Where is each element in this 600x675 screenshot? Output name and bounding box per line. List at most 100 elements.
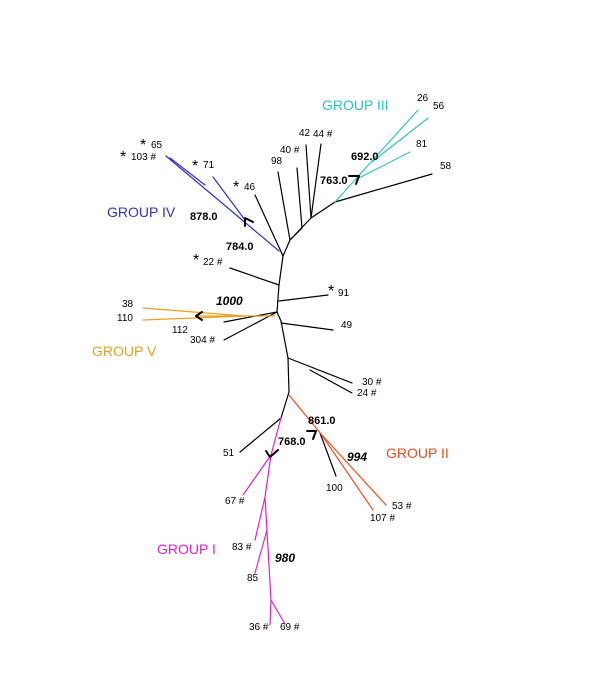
leaf-label-44: 44 # (313, 129, 333, 140)
asterisk-103: * (120, 149, 126, 166)
branch-leaf-38 (142, 307, 245, 317)
branch-mid-upper (276, 311, 282, 322)
bootstrap-1000: 1000 (216, 294, 243, 308)
branch-lower-to-group-i (280, 391, 290, 419)
leaf-label-30: 30 # (362, 377, 382, 388)
branch-leaf-22 (229, 267, 280, 286)
branch-group-ii-stem (288, 394, 322, 435)
node-marker-group-iv (244, 217, 254, 227)
branch-upper-stem (276, 284, 280, 313)
branch-root-mid (280, 320, 289, 359)
group-label-i: GROUP I (157, 541, 216, 557)
leaf-label-36: 36 # (249, 622, 269, 633)
branch-group-i-stem (270, 417, 282, 456)
group-iv-branches (165, 155, 280, 252)
branch-to-group-iii-node (310, 201, 336, 219)
leaf-label-53: 53 # (392, 501, 412, 512)
group-label-iii: GROUP III (322, 97, 389, 113)
leaf-label-69: 69 # (280, 622, 300, 633)
bootstrap-861: 861.0 (308, 415, 336, 427)
group-label-ii: GROUP II (386, 445, 449, 461)
leaf-label-81: 81 (416, 139, 428, 150)
leaf-label-38: 38 (122, 299, 134, 310)
leaf-label-98: 98 (271, 156, 283, 167)
bootstrap-763: 763.0 (320, 175, 348, 187)
branch-leaf-81 (354, 151, 411, 181)
branch-leaf-91 (278, 294, 329, 302)
branch-leaf-40 (296, 167, 303, 229)
leaf-label-103: 103 # (131, 152, 156, 163)
leaf-label-49: 49 (341, 320, 353, 331)
leaf-label-83: 83 # (232, 542, 252, 553)
asterisk-46: * (233, 179, 239, 196)
bootstrap-values: 692.0 763.0 878.0 784.0 1000 861.0 994 7… (190, 151, 379, 565)
bootstrap-692: 692.0 (351, 151, 379, 163)
node-markers (195, 175, 360, 458)
branch-leaf-51 (239, 417, 282, 453)
group-iii-branches (334, 109, 429, 203)
asterisk-65: * (140, 137, 146, 154)
branch-leaf-65 (169, 157, 206, 186)
node-marker-group-iii (348, 175, 360, 185)
branch-leaf-69 (270, 599, 286, 625)
bootstrap-768: 768.0 (278, 436, 306, 448)
leaf-label-42: 42 (299, 128, 311, 139)
leaf-label-56: 56 (433, 101, 445, 112)
bootstrap-784: 784.0 (226, 241, 254, 253)
leaf-label-85: 85 (247, 573, 259, 584)
branch-leaf-36 (269, 599, 272, 626)
leaf-label-67: 67 # (225, 496, 245, 507)
leaf-label-107: 107 # (370, 513, 395, 524)
leaf-label-40: 40 # (280, 145, 300, 156)
group-label-iv: GROUP IV (107, 204, 176, 220)
branch-stem-to-node (278, 255, 284, 286)
leaf-label-304: 304 # (190, 335, 215, 346)
leaf-label-91: 91 (338, 288, 350, 299)
branch-leaf-49 (280, 322, 334, 331)
group-ii-branches (288, 394, 387, 511)
branch-to-top-node (282, 239, 291, 257)
branch-leaf-83 (254, 496, 266, 541)
asterisk-markers: * * * * * * (120, 137, 334, 300)
leaf-label-65: 65 (151, 140, 163, 151)
group-label-v: GROUP V (92, 343, 157, 359)
node-marker-group-i (265, 449, 279, 458)
branch-leaf-42 (305, 144, 312, 219)
branch-leaf-107 (320, 433, 374, 511)
leaf-label-22: 22 # (203, 257, 223, 268)
bootstrap-878: 878.0 (190, 211, 218, 223)
leaf-label-71: 71 (203, 160, 215, 171)
branch-leaf-26 (334, 109, 419, 203)
branch-inner-upper (289, 227, 303, 241)
branch-leaf-30 (287, 357, 353, 384)
branch-leaf-85 (254, 529, 268, 574)
branch-leaf-98 (277, 171, 291, 241)
leaf-label-58: 58 (440, 161, 452, 172)
branch-leaf-71 (212, 176, 246, 221)
branch-leaf-112 (223, 311, 278, 323)
node-marker-group-v (195, 311, 203, 321)
backbone-branches (223, 143, 433, 477)
group-v-branches (142, 307, 276, 321)
leaf-label-24: 24 # (357, 388, 377, 399)
node-marker-group-ii (306, 430, 317, 440)
branch-leaf-44 (310, 143, 322, 219)
leaf-label-46: 46 (244, 182, 256, 193)
branch-leaf-24 (309, 369, 353, 394)
bootstrap-980: 980 (275, 551, 295, 565)
branch-leaf-304 (223, 311, 278, 341)
branch-group-i-lower (264, 496, 272, 601)
group-i-branches (242, 417, 286, 626)
leaf-labels: 26 56 81 58 42 44 # 40 # 98 65 103 # 71 … (117, 93, 452, 633)
leaf-label-112: 112 (172, 325, 188, 336)
branch-leaf-100 (319, 432, 337, 477)
branch-leaf-56 (371, 117, 429, 163)
branch-leaf-103 (165, 155, 280, 252)
branch-leaf-46 (254, 194, 284, 257)
leaf-label-110: 110 (117, 313, 133, 324)
branch-group-i-inner (264, 454, 272, 498)
leaf-label-51: 51 (223, 448, 235, 459)
branch-leaf-53 (320, 433, 387, 506)
asterisk-91: * (328, 283, 334, 300)
